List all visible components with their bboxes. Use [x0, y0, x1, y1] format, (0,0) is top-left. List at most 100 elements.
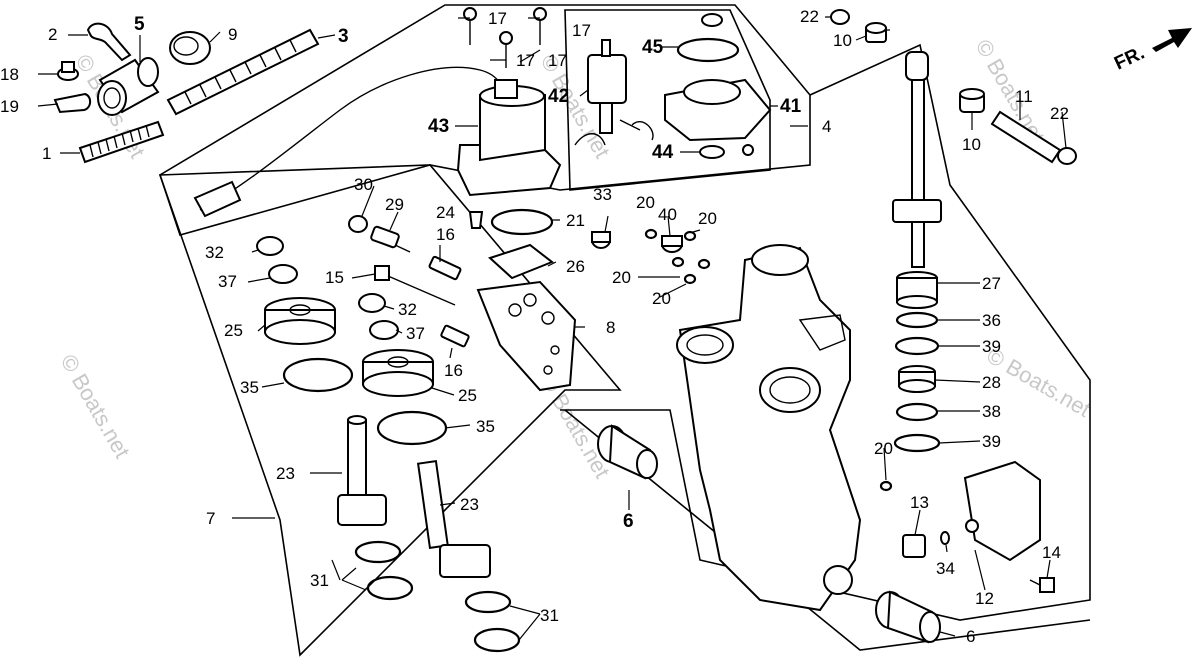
part-28-piston [898, 365, 936, 393]
part-32-seal [358, 293, 386, 313]
callout-19: 19 [0, 97, 19, 116]
part-37-ring [268, 264, 298, 284]
part-32-seal [256, 236, 284, 256]
callout-29: 29 [385, 195, 404, 214]
part-17-bolt [463, 7, 477, 45]
callout-21: 21 [566, 211, 585, 230]
part-25-cylinder-cap [362, 349, 434, 397]
callout-14: 14 [1042, 543, 1061, 562]
callout-20: 20 [874, 439, 893, 458]
tilt-ram-assembly [892, 51, 942, 309]
part-42-armature [587, 39, 627, 134]
watermark: © Boats.net [56, 350, 135, 462]
callout-16: 16 [436, 225, 455, 244]
callout-1: 1 [42, 144, 51, 163]
callout-27: 27 [982, 274, 1001, 293]
part-20-o-ring [683, 230, 697, 242]
part-11-pin [990, 110, 1062, 164]
part-10-bushing [959, 88, 985, 113]
callout-6: 6 [623, 511, 634, 532]
part-35-o-ring [282, 357, 354, 393]
callout-16: 16 [444, 361, 463, 380]
callout-17: 17 [548, 51, 567, 70]
part-16-bolt [440, 324, 470, 348]
callout-20: 20 [636, 193, 655, 212]
part-22-washer [1057, 147, 1077, 165]
part-41-end-cover [664, 78, 772, 142]
part-16-bolt [428, 255, 462, 281]
part-20-o-ring [697, 258, 711, 270]
part-30-ring [348, 215, 368, 233]
part-14-screw [1029, 577, 1055, 593]
part-44-washer [699, 145, 725, 159]
pump-assembly-box [564, 9, 771, 191]
part-31-ring [366, 575, 414, 601]
callout-40: 40 [658, 205, 677, 224]
callout-32: 32 [205, 243, 224, 262]
callout-4: 4 [822, 117, 831, 136]
part-22-washer [830, 9, 850, 25]
callout-8: 8 [606, 318, 615, 337]
callout-45: 45 [642, 37, 664, 58]
part-20-o-ring [671, 256, 685, 268]
callout-39: 39 [982, 337, 1001, 356]
part-20-o-ring [879, 480, 893, 492]
part-35-o-ring [376, 410, 448, 446]
part-25-cylinder-cap [264, 297, 336, 345]
callout-25: 25 [458, 386, 477, 405]
callout-22: 22 [800, 7, 819, 26]
part-40-plug [661, 235, 683, 253]
callout-28: 28 [982, 373, 1001, 392]
part-17-bolt [533, 7, 547, 45]
callout-13: 13 [910, 493, 929, 512]
part-31-snap-ring [354, 540, 402, 564]
part-37-ring [369, 320, 399, 340]
part-8-manifold [476, 280, 577, 392]
part-45-o-ring [676, 37, 740, 63]
callout-32: 32 [398, 300, 417, 319]
part-43-trim-motor [456, 79, 562, 197]
callout-26: 26 [566, 257, 585, 276]
callout-31: 31 [540, 606, 559, 625]
callout-33: 33 [593, 185, 612, 204]
part-21-o-ring [490, 208, 554, 236]
callout-20: 20 [698, 209, 717, 228]
callout-17: 17 [488, 9, 507, 28]
callout-10: 10 [962, 135, 981, 154]
callout-11: 11 [1015, 87, 1033, 106]
callout-15: 15 [325, 268, 344, 287]
pump-seal [701, 13, 723, 27]
part-6-plug [875, 590, 941, 644]
callout-38: 38 [982, 402, 1001, 421]
part-34-washer [940, 531, 950, 545]
part-9-bushing [169, 31, 211, 65]
part-12-valve-body [963, 460, 1041, 562]
callout-37: 37 [218, 272, 237, 291]
callout-10: 10 [833, 31, 852, 50]
main-housing [676, 244, 862, 612]
ram-group-box [560, 43, 1091, 621]
callout-7: 7 [206, 509, 215, 528]
part-38-backup-ring [895, 402, 939, 422]
part-39-o-ring [893, 433, 941, 453]
callout-23: 23 [276, 464, 295, 483]
part-23-trim-piston [416, 460, 491, 578]
callout-42: 42 [548, 86, 569, 107]
part-20-o-ring [644, 228, 658, 240]
part-15-bolt [374, 265, 456, 306]
part-6-plug [597, 424, 658, 480]
part-2-clamp [86, 22, 132, 62]
callout-39: 39 [982, 432, 1001, 451]
callout-20: 20 [612, 268, 631, 287]
callout-9: 9 [228, 25, 237, 44]
callout-18: 18 [0, 65, 19, 84]
callout-35: 35 [240, 378, 259, 397]
forward-arrow-icon [1152, 28, 1192, 52]
callout-6: 6 [966, 627, 975, 646]
callout-20: 20 [652, 289, 671, 308]
motor-cable [199, 66, 506, 211]
part-36-o-ring [895, 311, 939, 329]
valve-group-box [564, 409, 1091, 651]
part-19-clip [53, 92, 92, 114]
